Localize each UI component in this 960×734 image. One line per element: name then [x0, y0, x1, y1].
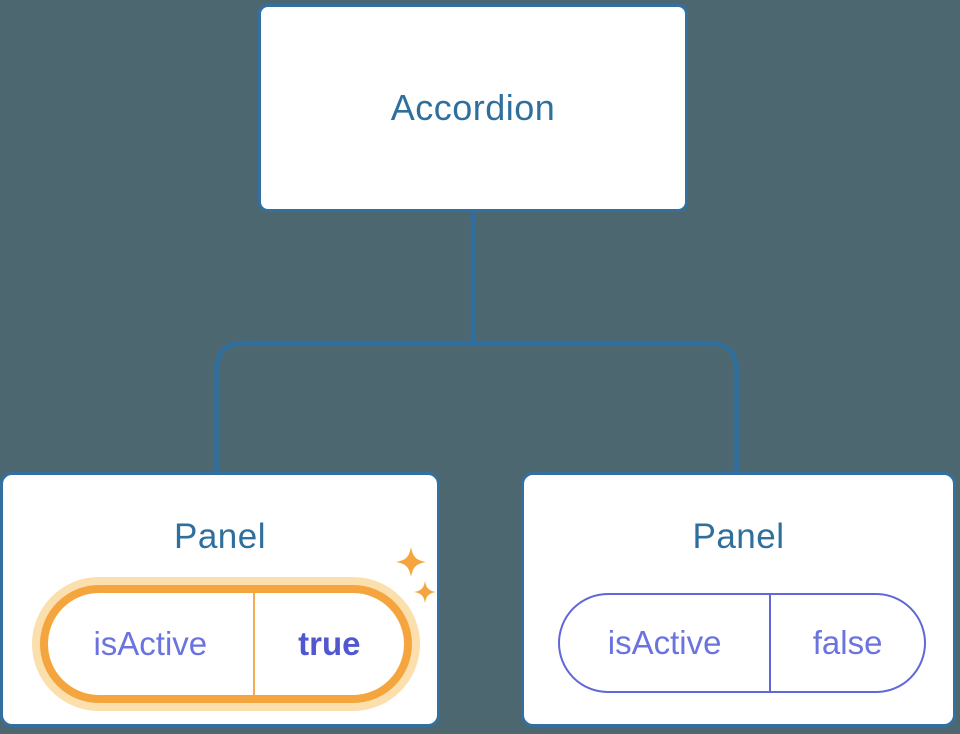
panel-title: Panel [692, 517, 785, 556]
state-name: isActive [93, 625, 208, 662]
state-pill-divider [769, 595, 772, 691]
connector-bracket [214, 340, 739, 473]
state-name: isActive [607, 624, 722, 661]
sparkle-icon [414, 581, 436, 603]
accordion-node: Accordion [258, 4, 688, 212]
panel-node-active: Panel isActive true [0, 472, 440, 727]
panel-title: Panel [173, 517, 267, 556]
accordion-node-label: Accordion [390, 87, 556, 128]
state-value: true [298, 625, 361, 662]
state-pill-divider [252, 593, 255, 695]
state-pill-active: isActive true [40, 585, 412, 703]
state-pill-inactive: isActive false [558, 593, 926, 693]
state-value: false [812, 624, 883, 661]
panel-node-inactive: Panel isActive false [521, 472, 956, 727]
